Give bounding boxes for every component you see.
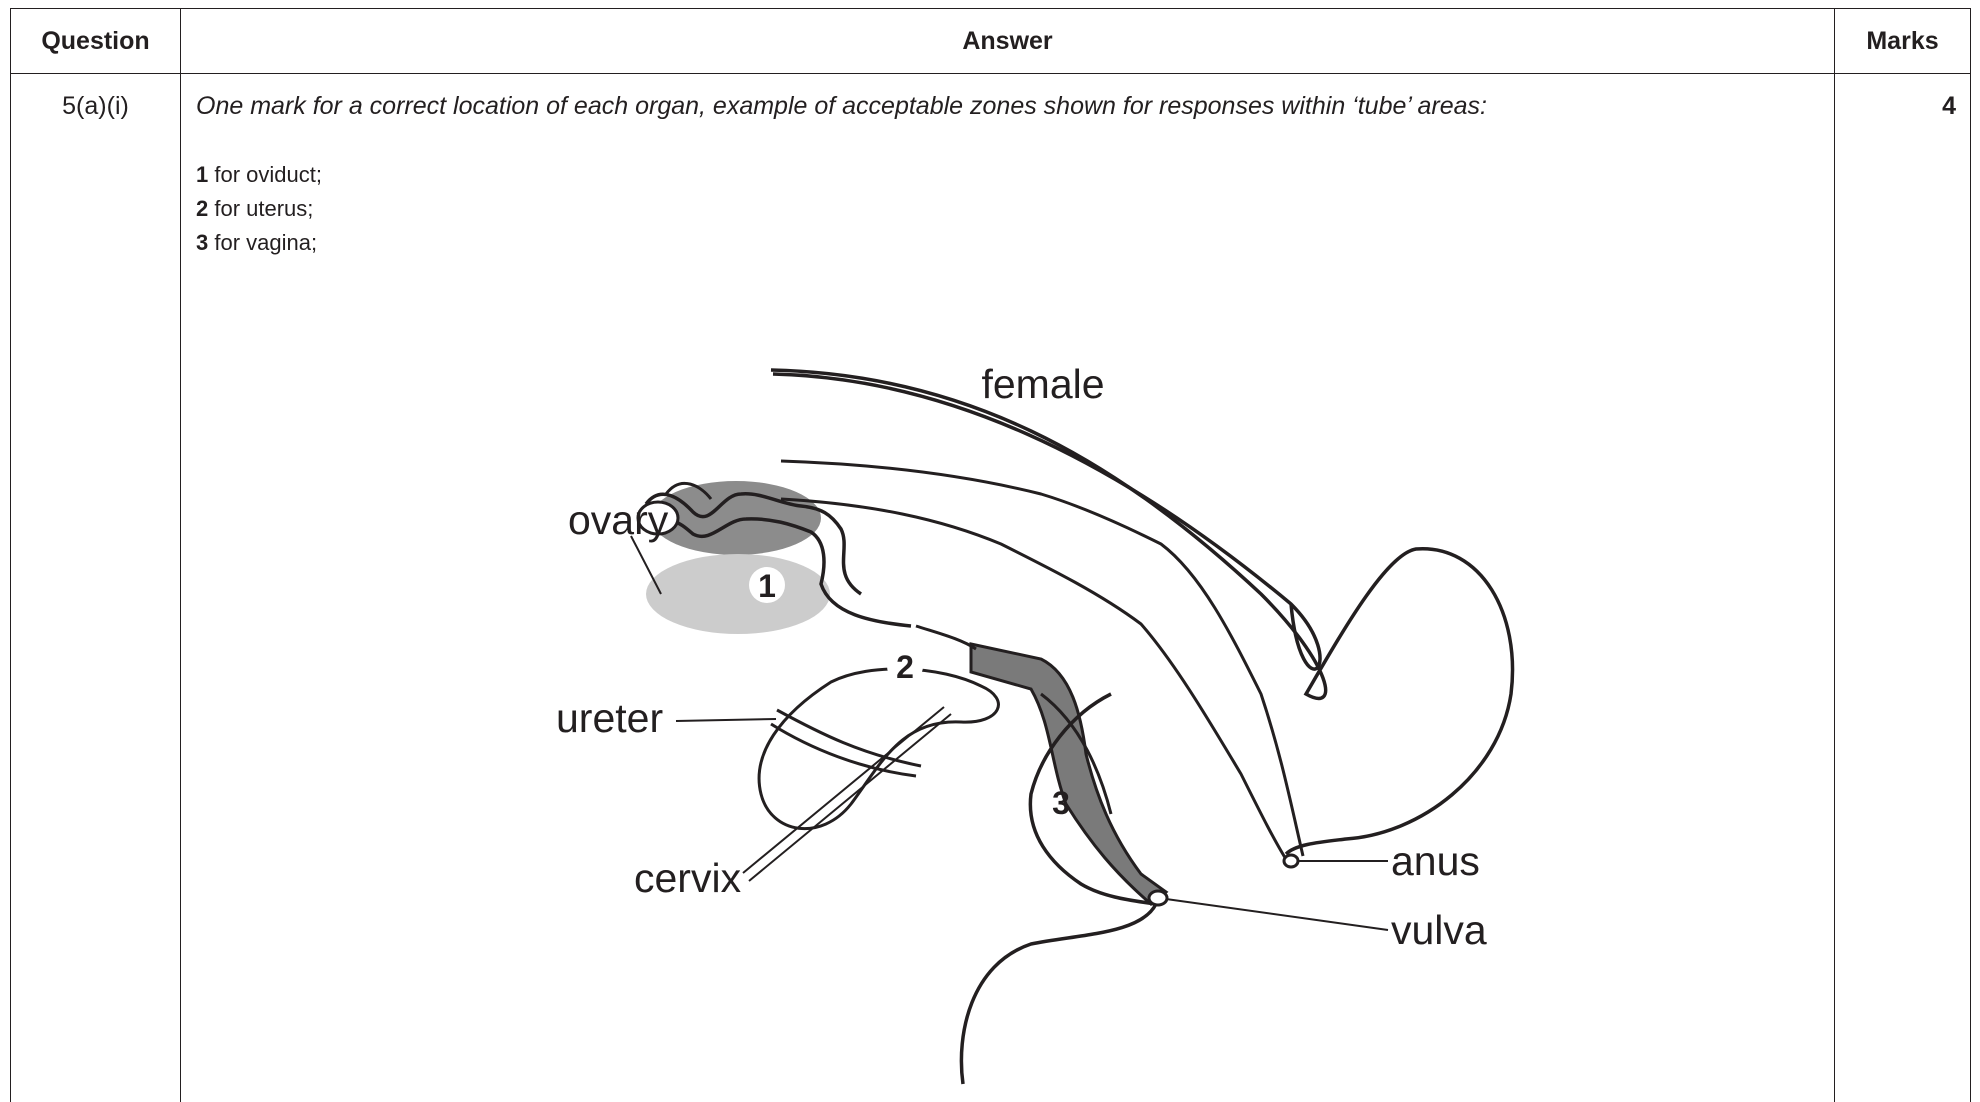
diagram-title: female: [981, 361, 1104, 407]
question-number: 5(a)(i): [11, 74, 181, 1102]
marks-column-header: Marks: [1835, 9, 1971, 74]
vulva-leader: [1166, 899, 1388, 930]
female-reproductive-diagram: female ovary ureter cervix anus vulva 1 …: [181, 74, 1847, 1084]
zone-2-number: 2: [896, 649, 914, 685]
mark-scheme-table: Question Answer Marks 5(a)(i) One mark f…: [10, 8, 1971, 1102]
body-outline-rear: [771, 370, 1513, 854]
vulva-label: vulva: [1391, 907, 1487, 953]
zone-3-vagina: [971, 644, 1166, 904]
question-column-header: Question: [11, 9, 181, 74]
ovary-leader: [631, 536, 661, 594]
anus-opening: [1284, 855, 1298, 867]
ureter-leader: [676, 719, 776, 721]
bladder: [759, 669, 998, 829]
zone-2-uterus: [646, 554, 830, 634]
zone-1-number: 1: [758, 568, 776, 604]
marks-value: 4: [1835, 74, 1971, 1102]
answer-cell: One mark for a correct location of each …: [181, 74, 1835, 1102]
anus-label: anus: [1391, 838, 1480, 884]
ovary-label: ovary: [568, 497, 669, 543]
answer-column-header: Answer: [181, 9, 1835, 74]
ureter-label: ureter: [556, 695, 663, 741]
zone-3-number: 3: [1052, 785, 1070, 821]
vulva-opening: [1149, 891, 1167, 905]
cervix-label: cervix: [634, 855, 742, 901]
table-row: 5(a)(i) One mark for a correct location …: [11, 74, 1971, 1102]
body-outline-back: [773, 374, 1320, 669]
cervix-outline: [916, 626, 976, 649]
